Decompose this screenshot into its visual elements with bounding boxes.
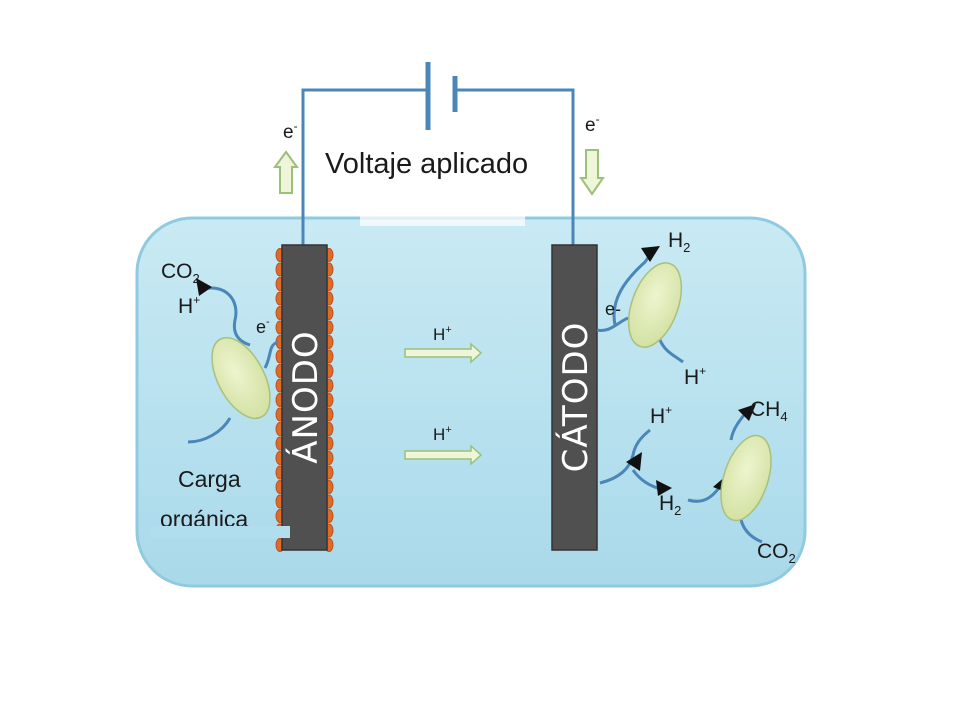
- ch4-arrow-head: [738, 404, 756, 421]
- cathode-h-plus-lower-label: H+: [650, 403, 672, 428]
- methanogen-body: [720, 434, 772, 522]
- hydrogen-reaction-arrow-down: [656, 480, 672, 496]
- cathode-top-electron-wire: [596, 316, 629, 333]
- anode-label: ÁNODO: [285, 330, 326, 463]
- h2-top-arrow-head: [641, 246, 660, 262]
- anode-co2-label: CO2: [161, 260, 200, 286]
- anode-bacterium-electron-wire: [263, 340, 279, 369]
- cathode-top-bacterium-body: [627, 262, 683, 348]
- anode-h-plus-label: H+: [178, 293, 200, 318]
- anode-bacterium-flagellum-top: [199, 286, 251, 347]
- organic-load-line1: Carga: [178, 466, 241, 492]
- external-circuit: [301, 88, 575, 245]
- cathode-h2-top-label: H2: [668, 229, 690, 255]
- proton-label-bottom: H+: [433, 424, 452, 444]
- hydrogen-reaction: [599, 428, 672, 496]
- cathode-ch4-label: CH4: [750, 398, 788, 424]
- cathode-electrode: [551, 244, 598, 551]
- tank-surface-band: [360, 216, 525, 226]
- cathode-h2-lower-label: H2: [659, 492, 681, 518]
- cathode-bacterium-top: [596, 246, 684, 364]
- hydrogen-reaction-curve: [599, 428, 651, 485]
- proton-label-top: H+: [433, 324, 452, 344]
- electron-up-arrow: [273, 150, 299, 194]
- anode-bacterium-flagellum-bottom: [187, 417, 232, 444]
- anode-bacterium-body: [211, 336, 271, 420]
- cathode-h-plus-right-label: H+: [684, 364, 706, 389]
- proton-arrow-top: [404, 342, 483, 364]
- anode-bacterium: [187, 278, 279, 444]
- cathode-co2-label: CO2: [757, 540, 796, 566]
- applied-voltage-label: Voltaje aplicado: [325, 148, 528, 180]
- cathode-electron-label: e-: [605, 299, 621, 319]
- text-clip-band: [150, 526, 290, 538]
- anode-electron-label: e-: [256, 316, 270, 337]
- electron-label-left: e-: [283, 119, 298, 143]
- cathode-label: CÁTODO: [555, 322, 596, 473]
- electron-down-arrow: [579, 149, 605, 196]
- methanogen-bacterium: [687, 404, 772, 544]
- co2-arrow-head: [196, 278, 212, 296]
- cathode-top-flagellum-up: [612, 254, 652, 326]
- anode-electrode: [281, 244, 328, 551]
- hydrogen-reaction-arrow-up: [626, 452, 642, 471]
- proton-arrow-bottom: [404, 444, 483, 466]
- electron-label-right: e-: [585, 112, 600, 136]
- cathode-top-flagellum-down: [658, 339, 684, 364]
